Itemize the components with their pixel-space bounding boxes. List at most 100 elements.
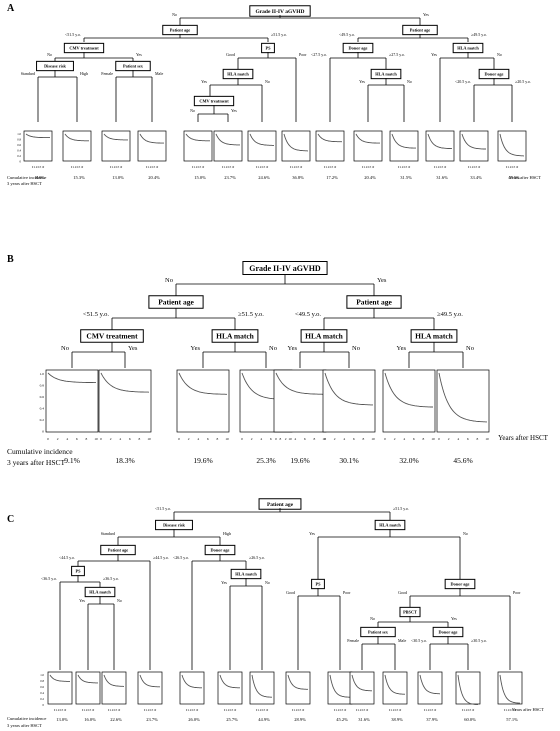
a-curve-6-line <box>249 133 274 146</box>
b-xtick: 8 <box>86 437 88 441</box>
b-footer-2: 3 years after HSCT <box>7 458 66 467</box>
b-xtick: 4 <box>119 437 121 441</box>
branch-label: <27.5 y.o. <box>311 52 327 57</box>
c-node-hla-2: HLA match <box>235 572 257 577</box>
c-curve-8-frame <box>327 671 353 705</box>
branch-label: ≥26.5 y.o. <box>249 555 265 560</box>
branch-label: No <box>463 531 468 536</box>
a-curve-2-line <box>103 133 128 141</box>
a-curve-12-line <box>461 133 486 150</box>
b-xtick: 10 <box>431 437 435 441</box>
a-ytick: 0 <box>20 160 22 164</box>
b-xtick: 8 <box>314 437 316 441</box>
b-xtick: 6 <box>413 437 415 441</box>
branch-label: Yes <box>288 345 298 352</box>
branch-label: ≥27.5 y.o. <box>389 52 405 57</box>
a-xtick: 0 2 4 6 8 10 <box>434 166 447 169</box>
c-node-ps-2: Donor age <box>451 582 470 587</box>
branch-label: No <box>265 79 270 84</box>
a-curve-8-frame <box>315 130 345 162</box>
c-node-patient-age: Patient age <box>108 548 128 553</box>
b-xtick: 2 <box>394 437 396 441</box>
b-xtick: 8 <box>280 437 282 441</box>
branch-label: Poor <box>343 590 351 595</box>
c-ytick: 0.4 <box>40 691 44 695</box>
branch-label: ≥49.5 y.o. <box>471 32 487 37</box>
a-incidence-5: 23.7% <box>224 175 236 180</box>
a-node-ps: PS <box>265 46 271 51</box>
b-curve-7-frame <box>436 369 490 433</box>
c-node-ps-1: PS <box>315 582 321 587</box>
c-incidence-7: 28.9% <box>294 717 306 722</box>
c-xtick: 0 2 4 6 8 10 <box>389 709 402 712</box>
c-curve-9-frame <box>349 671 375 705</box>
b-ytick: 0.8 <box>40 384 45 388</box>
b-xtick: 0 <box>324 437 326 441</box>
b-xtick: 10 <box>371 437 375 441</box>
c-xtick: 0 2 4 6 8 10 <box>82 709 95 712</box>
b-xtick: 6 <box>304 437 306 441</box>
b-xtick: 0 <box>47 437 49 441</box>
branch-label: Male <box>155 71 163 76</box>
b-xtick: 8 <box>139 437 141 441</box>
branch-label: No <box>165 277 173 284</box>
b-xtick: 8 <box>423 437 425 441</box>
branch-label: ≥51.5 y.o. <box>271 32 287 37</box>
b-ytick: 0.6 <box>40 395 45 399</box>
a-incidence-2: 13.0% <box>112 175 124 180</box>
a-curve-11-frame <box>425 130 455 162</box>
b-footer-1: Cumulative incidence <box>7 447 73 456</box>
b-xtick: 2 <box>251 437 253 441</box>
a-node-hla-3: HLA match <box>375 72 397 77</box>
a-incidence-3: 20.4% <box>148 175 160 180</box>
c-incidence-0: 13.0% <box>56 717 68 722</box>
c-node-disease-risk: Disease risk <box>163 523 185 528</box>
b-incidence-3: 25.3% <box>256 456 275 465</box>
a-curve-4-line <box>185 133 210 142</box>
a-curve-3-frame <box>137 130 167 162</box>
c-incidence-10: 38.9% <box>391 717 403 722</box>
c-curve-4-line <box>181 674 202 689</box>
a-incidence-10: 31.5% <box>400 175 412 180</box>
a-footer-2: 3 years after HSCT <box>7 181 42 186</box>
c-curve-13-line <box>499 674 521 704</box>
b-footer-right: Years after HSCT <box>498 434 549 442</box>
b-incidence-6: 32.0% <box>399 456 418 465</box>
a-xtick: 0 2 4 6 8 10 <box>32 166 45 169</box>
a-node-patient-sex: Patient sex <box>123 64 144 69</box>
a-ytick: 0.6 <box>17 143 21 147</box>
branch-label: Poor <box>299 52 307 57</box>
c-curve-6-frame <box>249 671 275 705</box>
c-xtick: 0 2 4 6 8 10 <box>356 709 369 712</box>
a-curve-13-line <box>499 133 524 157</box>
b-xtick: 0 <box>178 437 180 441</box>
c-curve-1-line <box>77 674 98 684</box>
branch-label: Male <box>398 638 406 643</box>
b-xtick: 4 <box>197 437 199 441</box>
c-incidence-4: 26.0% <box>188 717 200 722</box>
b-curve-2-line <box>178 372 227 395</box>
branch-label: Poor <box>513 590 521 595</box>
c-xtick: 0 2 4 6 8 10 <box>334 709 347 712</box>
c-xtick: 0 2 4 6 8 10 <box>224 709 237 712</box>
b-curve-1-line <box>100 372 150 393</box>
b-xtick: 4 <box>66 437 68 441</box>
a-incidence-0: 8.0% <box>35 175 45 180</box>
b-xtick: 10 <box>485 437 489 441</box>
c-node-donor-age-3: Donor age <box>439 630 458 635</box>
c-curve-7-line <box>287 674 308 690</box>
b-xtick: 0 <box>241 437 243 441</box>
c-ytick: 0.8 <box>40 679 44 683</box>
b-xtick: 10 <box>322 437 326 441</box>
c-curve-3-frame <box>137 671 163 705</box>
b-xtick: 4 <box>260 437 262 441</box>
branch-label: ≥20.5 y.o. <box>515 79 531 84</box>
branch-label: Yes <box>377 277 387 284</box>
b-ytick: 0.4 <box>40 407 45 411</box>
branch-label: <44.5 y.o. <box>59 555 75 560</box>
branch-label: Yes <box>451 616 457 621</box>
a-incidence-9: 20.4% <box>364 175 376 180</box>
a-ytick: 0.4 <box>17 149 21 153</box>
a-node-patient-age-1: Patient age <box>170 28 190 33</box>
a-curve-9-frame <box>353 130 383 162</box>
